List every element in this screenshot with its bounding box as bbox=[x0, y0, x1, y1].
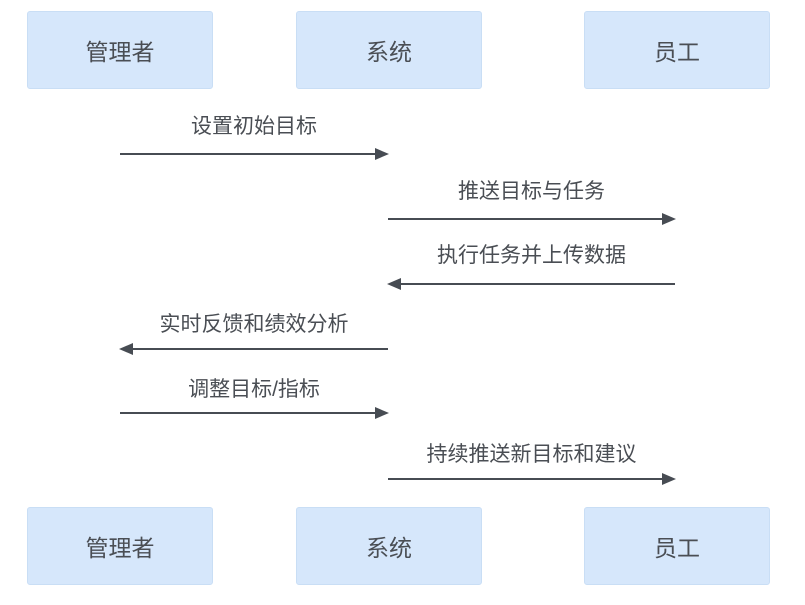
arrow-shaft bbox=[126, 348, 388, 350]
actor-label: 员工 bbox=[654, 39, 700, 65]
arrowhead-right-icon bbox=[662, 473, 676, 485]
arrow-shaft bbox=[120, 412, 382, 414]
actor-box-system-bottom: 系统 bbox=[296, 507, 482, 585]
message-arrow-right-icon bbox=[388, 213, 676, 225]
message-label-continuous-push: 持续推送新目标和建议 bbox=[426, 443, 637, 466]
arrowhead-right-icon bbox=[375, 148, 389, 160]
arrow-shaft bbox=[394, 283, 675, 285]
arrowhead-right-icon bbox=[375, 407, 389, 419]
arrowhead-left-icon bbox=[387, 278, 401, 290]
message-arrow-right-icon bbox=[388, 473, 676, 485]
message-label-execute-upload-data: 执行任务并上传数据 bbox=[437, 244, 626, 267]
actor-box-employee-bottom: 员工 bbox=[584, 507, 770, 585]
actor-box-employee-top: 员工 bbox=[584, 11, 770, 89]
arrow-shaft bbox=[120, 153, 382, 155]
message-label-adjust-goals-metrics: 调整目标/指标 bbox=[188, 378, 320, 401]
actor-box-manager-top: 管理者 bbox=[27, 11, 213, 89]
actor-label: 系统 bbox=[366, 39, 412, 65]
actor-label: 员工 bbox=[654, 535, 700, 561]
message-arrow-right-icon bbox=[120, 148, 389, 160]
message-label-realtime-feedback: 实时反馈和绩效分析 bbox=[159, 313, 349, 336]
actor-box-manager-bottom: 管理者 bbox=[27, 507, 213, 585]
message-arrow-left-icon bbox=[119, 343, 388, 355]
arrowhead-left-icon bbox=[119, 343, 133, 355]
actor-label: 系统 bbox=[366, 535, 412, 561]
message-label-push-goals-tasks: 推送目标与任务 bbox=[458, 180, 605, 203]
actor-label: 管理者 bbox=[85, 39, 155, 65]
arrowhead-right-icon bbox=[662, 213, 676, 225]
actor-label: 管理者 bbox=[85, 535, 155, 561]
actor-box-system-top: 系统 bbox=[296, 11, 482, 89]
message-label-set-initial-goals: 设置初始目标 bbox=[191, 115, 317, 138]
arrow-shaft bbox=[388, 478, 669, 480]
message-arrow-right-icon bbox=[120, 407, 389, 419]
arrow-shaft bbox=[388, 218, 669, 220]
message-arrow-left-icon bbox=[387, 278, 675, 290]
